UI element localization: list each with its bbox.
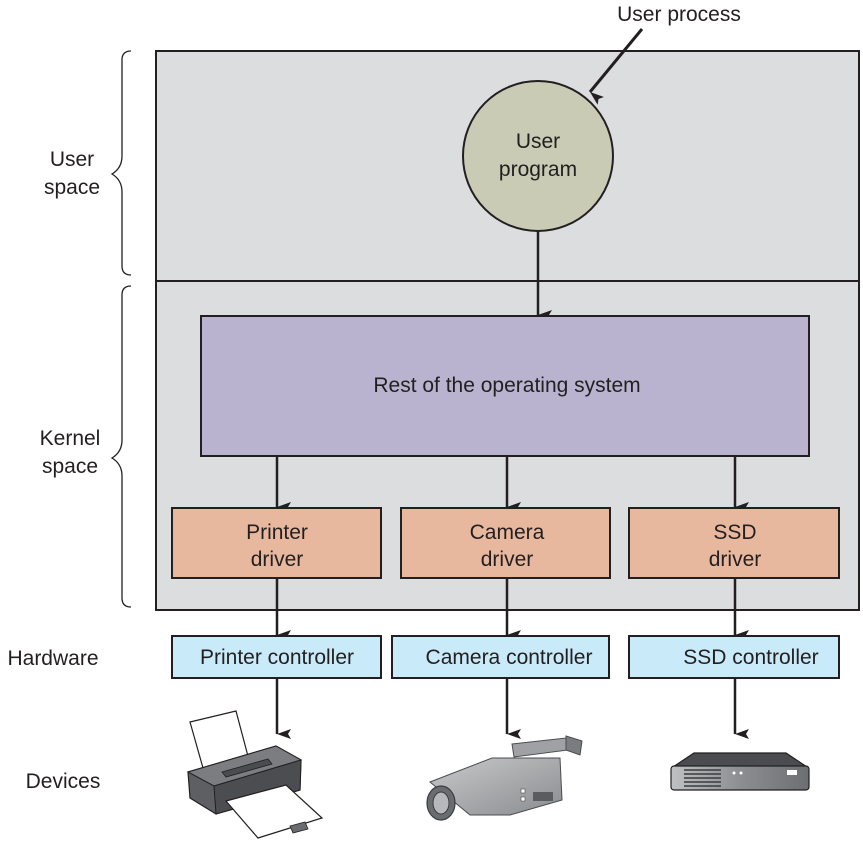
ssd-driver-label-line2: driver [709,548,762,571]
printer-driver-box [171,507,382,579]
camera-driver-label-line2: driver [481,548,534,571]
ssd-driver-box [628,507,840,579]
user-space-brace [110,50,132,276]
user-space-label-line2: space [44,176,100,199]
printer-driver-label-line1: Printer [246,521,308,544]
rest-of-os-box [200,315,810,457]
devices-label: Devices [26,770,101,793]
printer-controller-box [171,635,382,679]
camera-driver-label-line1: Camera [470,521,545,544]
user-process-arrow [588,28,644,105]
ssd-icon [670,752,810,791]
camera-controller-label: Camera controller [426,646,593,669]
camcorder-icon [426,735,583,821]
rest-of-os-label: Rest of the operating system [373,374,640,397]
printer-icon [186,710,324,839]
kernel-space-brace [110,285,132,608]
printer-driver-label-line2: driver [251,548,304,571]
kernel-space-label-line2: space [42,455,98,478]
printer-controller-label: Printer controller [200,646,354,669]
kernel-space-label-line1: Kernel [40,427,101,450]
camera-controller-box [391,635,610,679]
camera-driver-box [400,507,611,579]
ssd-driver-label-line1: SSD [713,521,756,544]
user-program-label-line2: program [499,158,577,181]
user-program-label-line1: User [516,130,560,153]
hardware-label: Hardware [7,647,98,670]
user-space-label-line1: User [50,148,94,171]
user-program-node [462,80,614,232]
user-process-annotation: User process [617,3,741,26]
ssd-controller-label: SSD controller [683,646,818,669]
